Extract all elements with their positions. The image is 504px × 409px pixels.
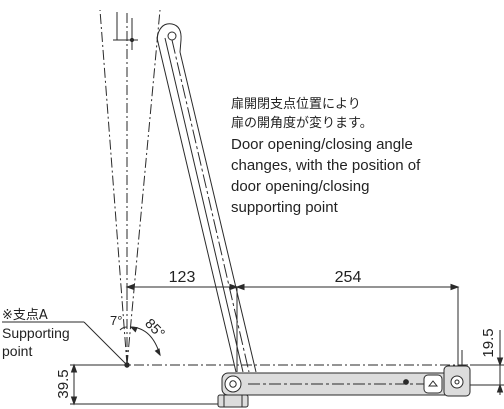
support-label-jp: ※支点A — [2, 308, 48, 323]
dimension-254 — [235, 283, 460, 370]
door-top-left-detail — [113, 12, 138, 50]
hinge-arm-assembly — [217, 350, 471, 408]
dimension-label-19-5: 19.5 — [480, 328, 497, 357]
support-label-en-line2: point — [2, 343, 32, 359]
note-en-line1: Door opening/closing angle — [231, 136, 413, 153]
angle-label-7deg: 7° — [110, 313, 122, 328]
support-leader — [83, 321, 128, 366]
note-jp-line2: 扉の開角度が変ります。 — [231, 115, 373, 131]
note-en-line2: changes, with the position of — [231, 157, 421, 174]
dimension-label-39-5: 39.5 — [55, 369, 72, 398]
angle-label-85deg: 85° — [142, 315, 168, 341]
note-jp-line1: 扉開閉支点位置により — [231, 96, 361, 112]
dimension-39-5 — [70, 363, 230, 406]
centerline-7deg — [99, 9, 128, 366]
dimension-label-123: 123 — [169, 269, 196, 286]
support-label-en-line1: Supporting — [2, 325, 70, 341]
dimension-label-254: 254 — [335, 269, 362, 286]
centerline-85deg — [126, 9, 161, 366]
dimension-123 — [125, 283, 239, 372]
note-en-line3: door opening/closing — [231, 178, 369, 195]
note-en-line4: supporting point — [231, 199, 339, 216]
angle-arc-7deg — [119, 326, 128, 331]
dimension-19-5 — [470, 330, 504, 395]
door-open-blade — [156, 23, 257, 373]
